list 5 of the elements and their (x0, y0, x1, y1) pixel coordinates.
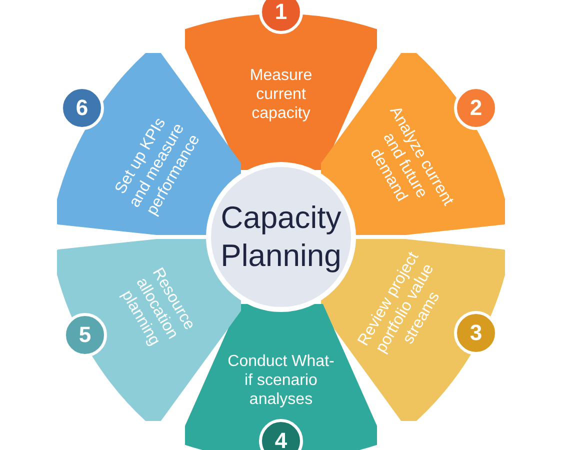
center-title: Capacity Planning (220, 199, 342, 275)
number-circle: 6 (60, 86, 104, 130)
step-label: Measure current capacity (248, 66, 314, 122)
number-circle: 2 (454, 86, 498, 130)
step-label: Conduct What-if scenario analyses (226, 352, 336, 408)
